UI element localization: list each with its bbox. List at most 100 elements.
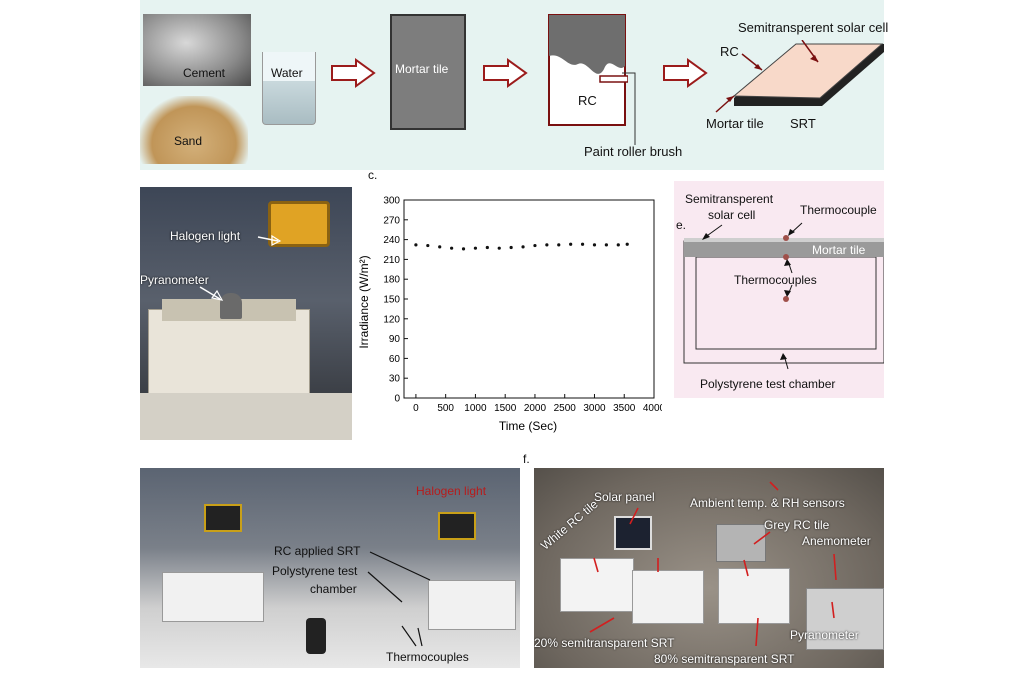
data-point xyxy=(557,243,561,247)
x-tick-label: 2000 xyxy=(524,403,547,414)
x-tick-label: 1000 xyxy=(464,403,487,414)
y-tick-label: 210 xyxy=(383,255,400,266)
thermocouples-e-label: Thermocouples xyxy=(734,273,817,287)
chamber-e-label: Polystyrene test chamber xyxy=(700,377,836,391)
arrow-1 xyxy=(331,58,376,88)
right-chamber xyxy=(428,580,516,630)
data-point xyxy=(485,245,489,250)
chamber-d-label-2: chamber xyxy=(310,582,357,596)
data-point xyxy=(438,245,442,249)
y-tick-label: 30 xyxy=(389,374,401,385)
rc-srt-label: RC applied SRT xyxy=(274,544,361,558)
grey-rc-label: Grey RC tile xyxy=(764,518,830,532)
mortar-tile-e-label: Mortar tile xyxy=(812,243,866,257)
srt-top-label: Semitransperent solar cell xyxy=(738,20,889,35)
data-point xyxy=(580,242,585,246)
solar-cell-label-1: Semitransperent xyxy=(685,192,774,206)
halogen-d-label: Halogen light xyxy=(416,484,487,498)
indoor-test-photo: Halogen light RC applied SRT Polystyrene… xyxy=(140,468,520,668)
srt80-label: 80% semitransparent SRT xyxy=(654,652,795,666)
y-tick-label: 300 xyxy=(383,196,400,207)
x-tick-label: 3000 xyxy=(583,403,606,414)
data-point xyxy=(509,245,513,250)
sand-photo: Sand xyxy=(140,96,248,164)
water-label: Water xyxy=(271,66,303,80)
x-tick-label: 3500 xyxy=(613,403,636,414)
data-point xyxy=(625,242,629,246)
data-point xyxy=(450,246,454,250)
data-point xyxy=(461,247,466,251)
halogen-stand-left xyxy=(204,504,242,532)
srt-pointer-arrows xyxy=(715,40,819,113)
srt-assembly xyxy=(732,43,884,106)
mortar-tile-label: Mortar tile xyxy=(395,62,449,76)
data-point xyxy=(497,246,501,250)
grey-rc-tile xyxy=(716,524,766,562)
thermocouples-d-label: Thermocouples xyxy=(386,650,469,664)
data-point xyxy=(592,243,597,247)
arrow-2 xyxy=(483,58,528,88)
pyranometer-platform xyxy=(806,588,884,650)
mortar-tile-block: Mortar tile xyxy=(390,14,466,130)
srt-label: SRT xyxy=(790,116,816,131)
panel-e-letter: e. xyxy=(676,218,687,232)
x-tick-label: 4000 xyxy=(643,403,662,414)
y-tick-label: 60 xyxy=(389,354,401,365)
data-point xyxy=(533,243,537,248)
x-tick-label: 500 xyxy=(437,403,454,414)
bench xyxy=(140,393,352,440)
data-point xyxy=(616,243,620,247)
pyranometer-device xyxy=(220,293,242,319)
data-point xyxy=(426,243,430,248)
chart-frame xyxy=(403,199,655,399)
srt-rc-label: RC xyxy=(720,44,739,59)
x-tick-label: 2500 xyxy=(554,403,577,414)
thermocouple-bottom-dot xyxy=(783,296,789,302)
chart-points xyxy=(414,242,629,251)
thermocouple-top-dot xyxy=(783,235,789,241)
ambient-label: Ambient temp. & RH sensors xyxy=(690,496,845,510)
y-tick-label: 270 xyxy=(383,215,400,226)
srt-mortar-label: Mortar tile xyxy=(706,116,764,131)
halogen-stand-right xyxy=(438,512,476,540)
panel-f-letter: f. xyxy=(523,452,530,466)
srt20-box xyxy=(632,570,704,624)
solar-panel-label: Solar panel xyxy=(594,490,655,504)
y-tick-label: 0 xyxy=(394,394,400,405)
anemometer-device xyxy=(306,618,326,654)
cement-label: Cement xyxy=(183,66,226,80)
arrow-3 xyxy=(663,58,708,88)
pyranometer-label: Pyranometer xyxy=(140,273,209,287)
thermocouple-mid-dot xyxy=(783,254,789,260)
chart-y-label: Irradiance (W/m²) xyxy=(357,255,371,348)
water-beaker: Water xyxy=(262,52,316,125)
anemometer-label: Anemometer xyxy=(802,534,871,548)
panel-c-letter: c. xyxy=(368,168,378,182)
paint-roller-label: Paint roller brush xyxy=(584,144,683,159)
halogen-label: Halogen light xyxy=(170,229,241,243)
srt80-box xyxy=(718,568,790,624)
panel-d-arrows xyxy=(367,551,431,647)
y-tick-label: 240 xyxy=(383,235,400,246)
srt20-label: 20% semitransparent SRT xyxy=(534,636,675,650)
data-point xyxy=(521,245,525,249)
panel-f-arrows xyxy=(589,481,837,647)
pyranometer-f-label: Pyranometer xyxy=(790,628,859,642)
y-tick-label: 90 xyxy=(389,334,401,345)
roller-leader-line xyxy=(622,72,636,145)
y-tick-label: 150 xyxy=(383,295,400,306)
y-tick-label: 120 xyxy=(383,314,400,325)
panel-b-arrows xyxy=(199,234,282,301)
rc-tile xyxy=(548,14,628,126)
chamber-cross-section xyxy=(683,222,884,370)
rc-label: RC xyxy=(578,93,597,108)
sand-label: Sand xyxy=(174,134,203,148)
solar-cell-label-2: solar cell xyxy=(708,208,756,222)
x-tick-label: 0 xyxy=(413,403,419,414)
cement-photo: Cement xyxy=(143,14,251,86)
y-tick-label: 180 xyxy=(383,275,400,286)
test-chamber-box xyxy=(148,309,310,397)
left-chamber xyxy=(162,572,264,622)
